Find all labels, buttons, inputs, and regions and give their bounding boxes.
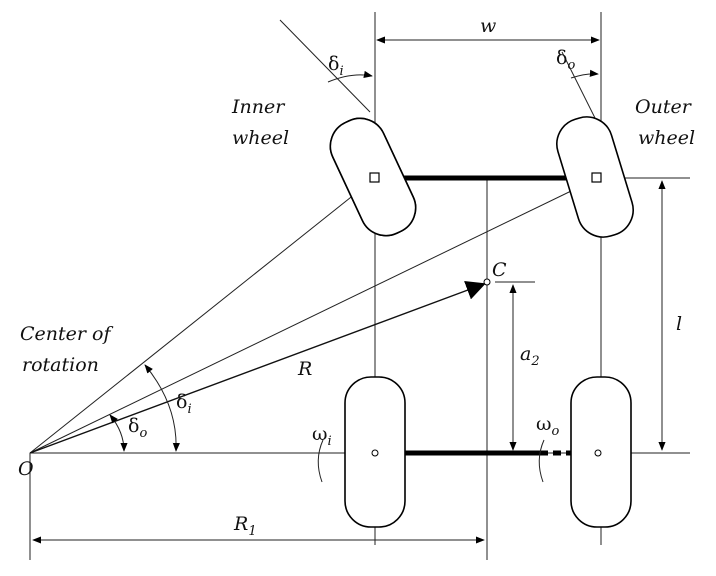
- inner-wheel-steer-line: [279, 19, 371, 113]
- outer-wheel-label-1: Outer: [635, 96, 693, 118]
- a2-label: a2: [520, 343, 540, 369]
- radius-arrow: [29, 280, 486, 454]
- delta-o-origin-arc: [109, 414, 128, 452]
- inner-front-hub: [369, 172, 380, 183]
- delta-o-origin-label: δo: [128, 415, 147, 441]
- r1-label: R1: [233, 513, 257, 539]
- width-label: w: [480, 15, 496, 37]
- rotation-rays: [29, 19, 599, 454]
- dimensions: [29, 36, 666, 560]
- delta-i-origin-arc: [144, 364, 180, 452]
- angle-arcs: [109, 69, 599, 452]
- delta-i-top-arc: [327, 70, 373, 83]
- inner-rear-hub: [371, 449, 379, 457]
- outer-wheel-steer-line: [561, 51, 597, 121]
- ray-to-inner-wheel: [29, 177, 376, 454]
- outer-front-hub: [591, 172, 602, 183]
- ray-to-outer-wheel: [29, 177, 599, 454]
- delta-o-top-label: δo: [556, 47, 575, 73]
- delta-i-top-label: δi: [328, 53, 344, 79]
- omega-o-label: ωo: [536, 413, 560, 439]
- omega-o-spin-arrow: [538, 439, 545, 483]
- delta-o-top-arc: [570, 69, 599, 79]
- inner-wheel-label-1: Inner: [231, 96, 286, 118]
- inner-wheel-label-2: wheel: [232, 127, 289, 149]
- center-label-2: rotation: [22, 354, 99, 376]
- origin-label: O: [18, 458, 34, 480]
- outer-wheel-label-2: wheel: [638, 127, 695, 149]
- omega-i-spin-arrow: [317, 439, 324, 483]
- omega-i-label: ωi: [312, 423, 332, 449]
- mass-center-point: [483, 278, 491, 286]
- radius-label: R: [297, 358, 312, 380]
- outer-rear-hub: [594, 449, 602, 457]
- delta-i-origin-label: δi: [176, 391, 192, 417]
- center-label-1: Center of: [20, 323, 113, 345]
- mass-center-label: C: [492, 259, 507, 281]
- length-label: l: [676, 313, 682, 335]
